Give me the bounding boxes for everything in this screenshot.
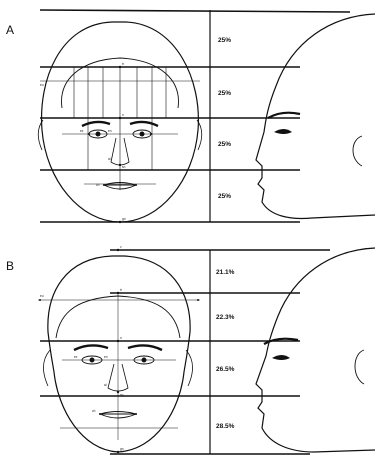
right-iris bbox=[140, 132, 145, 137]
profile-eye bbox=[272, 355, 290, 360]
section-percent: 21.1% bbox=[216, 269, 235, 276]
section-percent: 22.3% bbox=[216, 314, 235, 321]
panel-a: A 25% 25% 25% 25% bbox=[6, 10, 375, 223]
left-eyebrow bbox=[82, 122, 110, 126]
profile-eye bbox=[274, 129, 292, 134]
section-percent: 25% bbox=[218, 37, 231, 44]
point-label-tr: tr bbox=[122, 62, 125, 66]
panel-b: B 21.1% 22.3% 26.5% 28.5% bbox=[6, 245, 375, 454]
profile-head-outline bbox=[256, 248, 375, 452]
section-percent: 25% bbox=[218, 141, 231, 148]
point-label-ch: ch bbox=[92, 409, 96, 413]
point-label-ch: ch bbox=[96, 183, 100, 187]
left-iris bbox=[90, 358, 95, 363]
point-label-ex: ex bbox=[80, 129, 84, 133]
left-ear bbox=[43, 350, 50, 386]
left-iris bbox=[96, 132, 101, 137]
point-label-v: v bbox=[120, 245, 122, 249]
right-iris bbox=[142, 358, 147, 363]
point-label-al: al bbox=[104, 383, 107, 387]
point-label-sn: sn bbox=[120, 393, 124, 397]
section-percent: 25% bbox=[218, 90, 231, 97]
point-label-ex: ex bbox=[74, 355, 78, 359]
point-label-en: en bbox=[108, 129, 112, 133]
point-label-gn: gn bbox=[122, 217, 126, 221]
point-label-tr: tr bbox=[120, 288, 123, 292]
point-label-sn: sn bbox=[122, 165, 126, 169]
section-percent: 25% bbox=[218, 193, 231, 200]
point-label-gn: gn bbox=[120, 447, 124, 451]
section-percent: 26.5% bbox=[216, 366, 235, 373]
left-eyebrow bbox=[74, 345, 108, 350]
profile-ear bbox=[355, 350, 364, 384]
panel-b-label: B bbox=[6, 259, 14, 273]
right-eyebrow bbox=[130, 122, 158, 126]
point-label-eu: eu bbox=[40, 294, 44, 298]
right-eyebrow bbox=[128, 345, 162, 350]
panel-a-label: A bbox=[6, 23, 14, 37]
measurement-verticals bbox=[74, 67, 166, 190]
point-label-eu: eu bbox=[40, 83, 44, 87]
profile-ear bbox=[353, 136, 362, 166]
section-percent: 28.5% bbox=[216, 423, 235, 430]
point-label-en: en bbox=[104, 355, 108, 359]
point-label-n: n bbox=[122, 113, 124, 117]
guide-line-top bbox=[40, 10, 350, 12]
frontal-head-outline bbox=[48, 256, 190, 452]
point-label-al: al bbox=[108, 157, 111, 161]
point-label-n: n bbox=[120, 336, 122, 340]
